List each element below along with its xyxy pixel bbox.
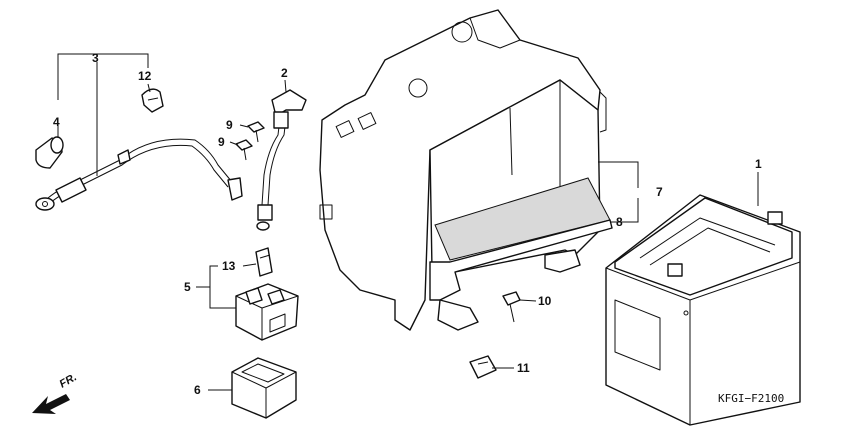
callout-1: 1 <box>755 157 762 171</box>
callout-9-lower: 9 <box>218 135 225 149</box>
bolt-10 <box>502 291 521 323</box>
cable-clip <box>141 88 164 113</box>
fuse <box>255 247 273 277</box>
callout-6: 6 <box>194 383 201 397</box>
diagram-code: KFGI−F2100 <box>718 392 784 405</box>
callout-3: 3 <box>92 51 99 65</box>
callout-5: 5 <box>184 280 191 294</box>
leader-lines <box>57 53 759 391</box>
battery-cable <box>35 138 243 211</box>
callout-labels: 1 2 3 4 5 6 7 8 9 9 10 11 12 13 <box>53 51 762 397</box>
ground-cable <box>256 89 307 231</box>
front-direction-marker: FR. <box>32 371 79 414</box>
bolts-9 <box>235 121 265 161</box>
callout-7: 7 <box>656 185 663 199</box>
callout-9-upper: 9 <box>226 118 233 132</box>
battery <box>605 194 801 426</box>
callout-4: 4 <box>53 115 60 129</box>
starter-relay <box>235 283 299 341</box>
callout-12: 12 <box>138 69 152 83</box>
callout-11: 11 <box>517 361 530 375</box>
front-marker-label: FR. <box>58 371 79 390</box>
callout-10: 10 <box>538 294 552 308</box>
callout-13: 13 <box>222 259 236 273</box>
relay-cover <box>231 357 297 419</box>
terminal-cover <box>35 136 64 169</box>
callout-2: 2 <box>281 66 288 80</box>
battery-box <box>319 9 613 331</box>
callout-8: 8 <box>616 215 623 229</box>
clip-nut <box>469 355 497 379</box>
